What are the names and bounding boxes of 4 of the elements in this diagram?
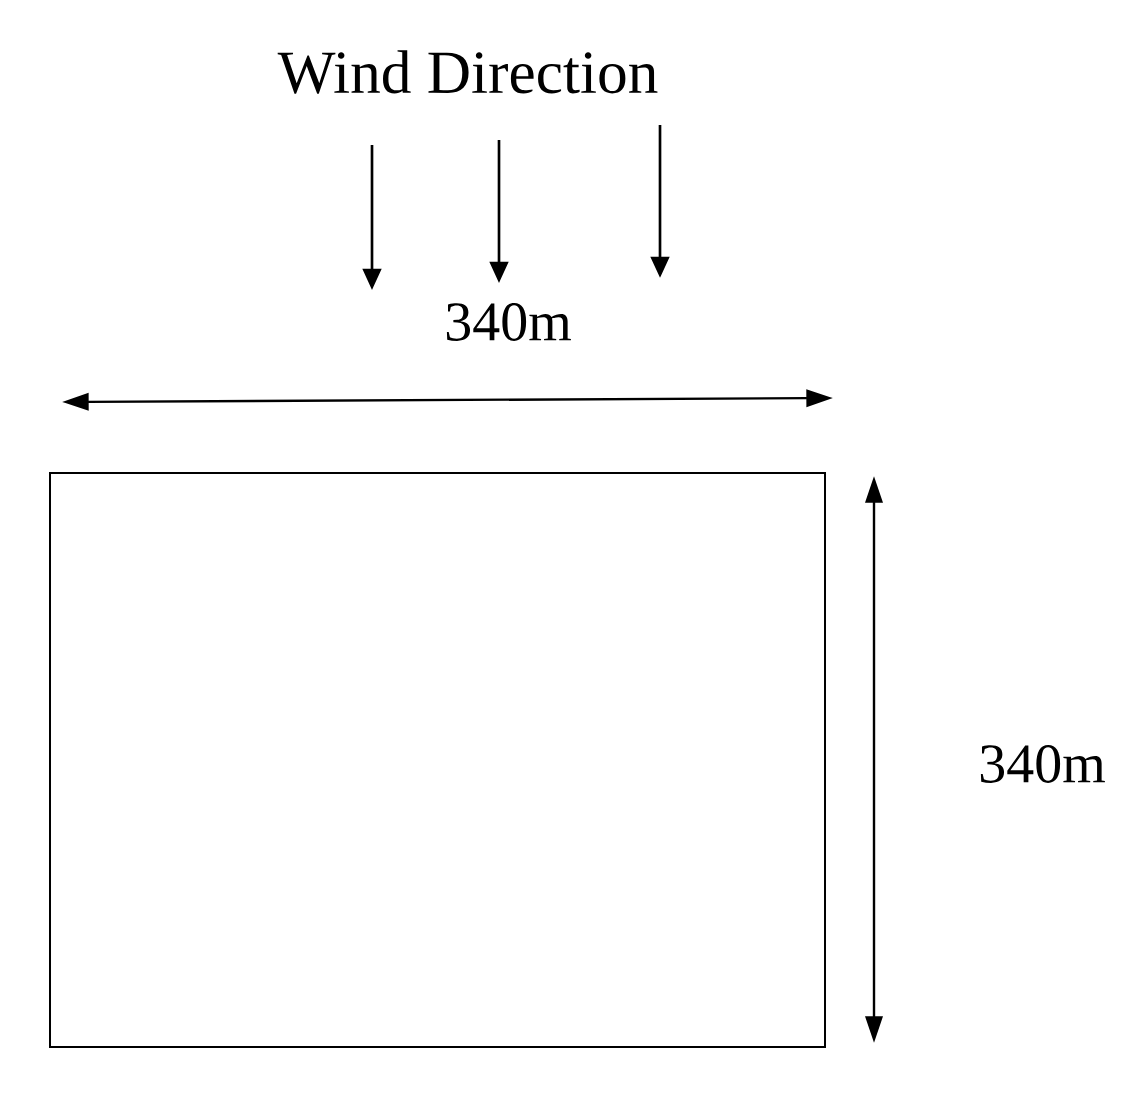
dimension-label: 340m bbox=[980, 745, 1105, 783]
title: Wind Direction bbox=[277, 50, 658, 94]
dimension-label: 340m bbox=[446, 303, 571, 341]
field-box bbox=[49, 472, 826, 1048]
